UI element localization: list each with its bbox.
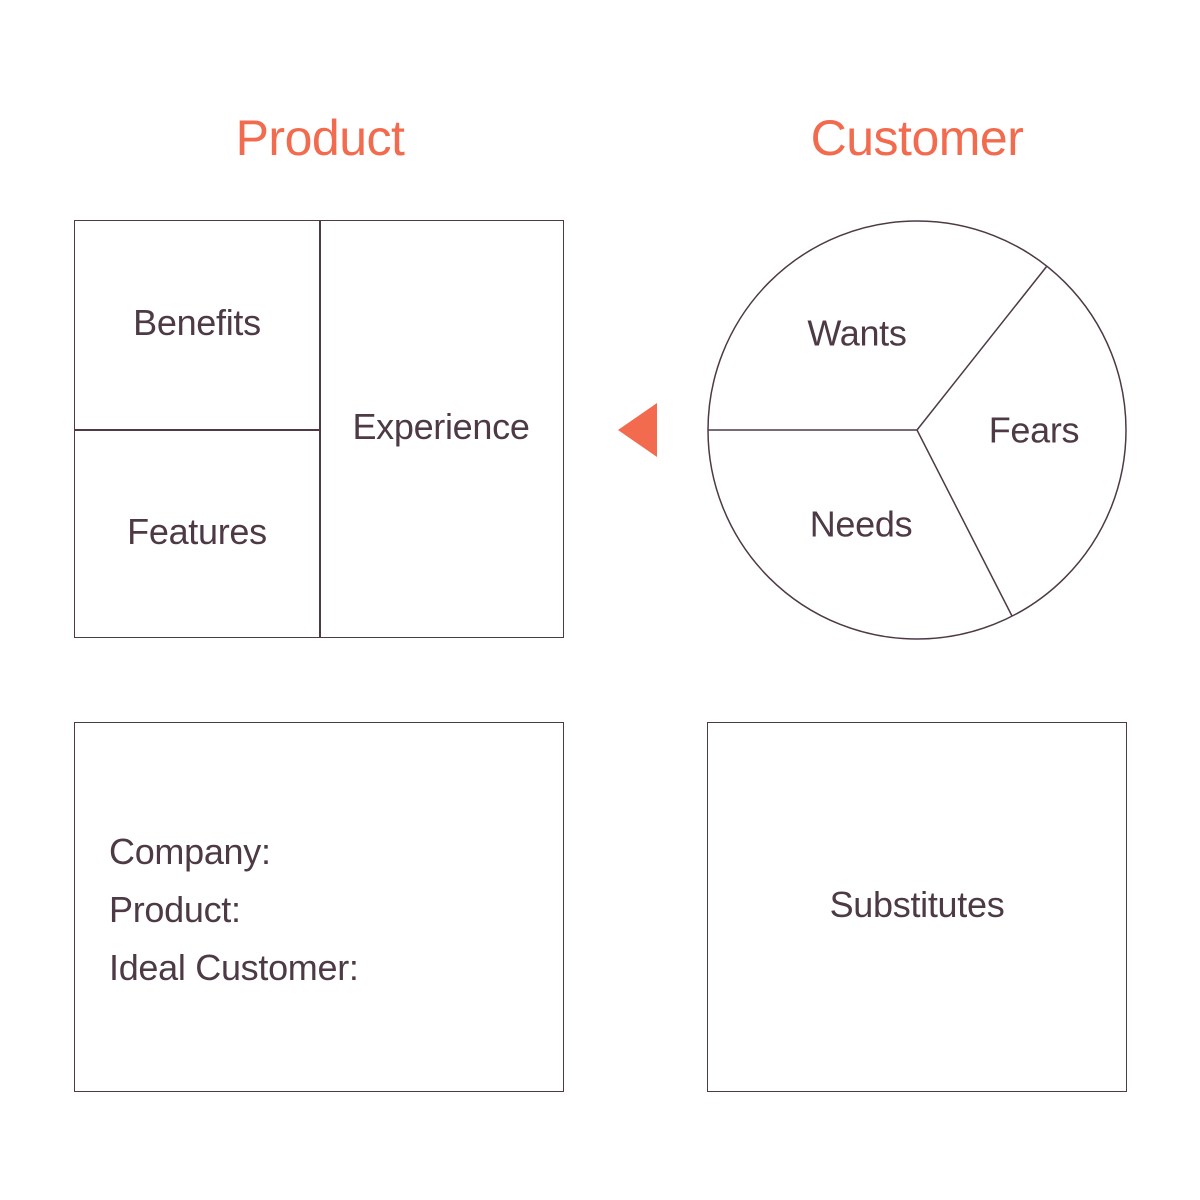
needs-fears-divider (916, 429, 1013, 617)
product-horizontal-divider (75, 429, 320, 431)
product-heading: Product (235, 110, 405, 166)
ideal-customer-label: Ideal Customer: (109, 947, 359, 988)
experience-label: Experience (352, 406, 530, 447)
customer-circle-diagram: Wants Fears Needs (618, 220, 1127, 640)
substitutes-box: Substitutes (707, 722, 1127, 1092)
features-label: Features (127, 511, 267, 552)
company-label: Company: (109, 831, 271, 872)
company-info-lines: Company: Product: Ideal Customer: (109, 823, 359, 997)
triangle-left-icon (618, 403, 657, 457)
benefits-label: Benefits (133, 302, 261, 343)
wants-fears-divider (916, 265, 1048, 431)
company-info-box: Company: Product: Ideal Customer: (74, 722, 564, 1092)
needs-label: Needs (810, 504, 913, 545)
fears-label: Fears (989, 410, 1080, 451)
product-canvas-box: Benefits Features Experience (74, 220, 564, 638)
substitutes-label: Substitutes (829, 884, 1005, 925)
product-label: Product: (109, 889, 241, 930)
wants-label: Wants (807, 313, 906, 354)
customer-heading: Customer (810, 110, 1024, 166)
